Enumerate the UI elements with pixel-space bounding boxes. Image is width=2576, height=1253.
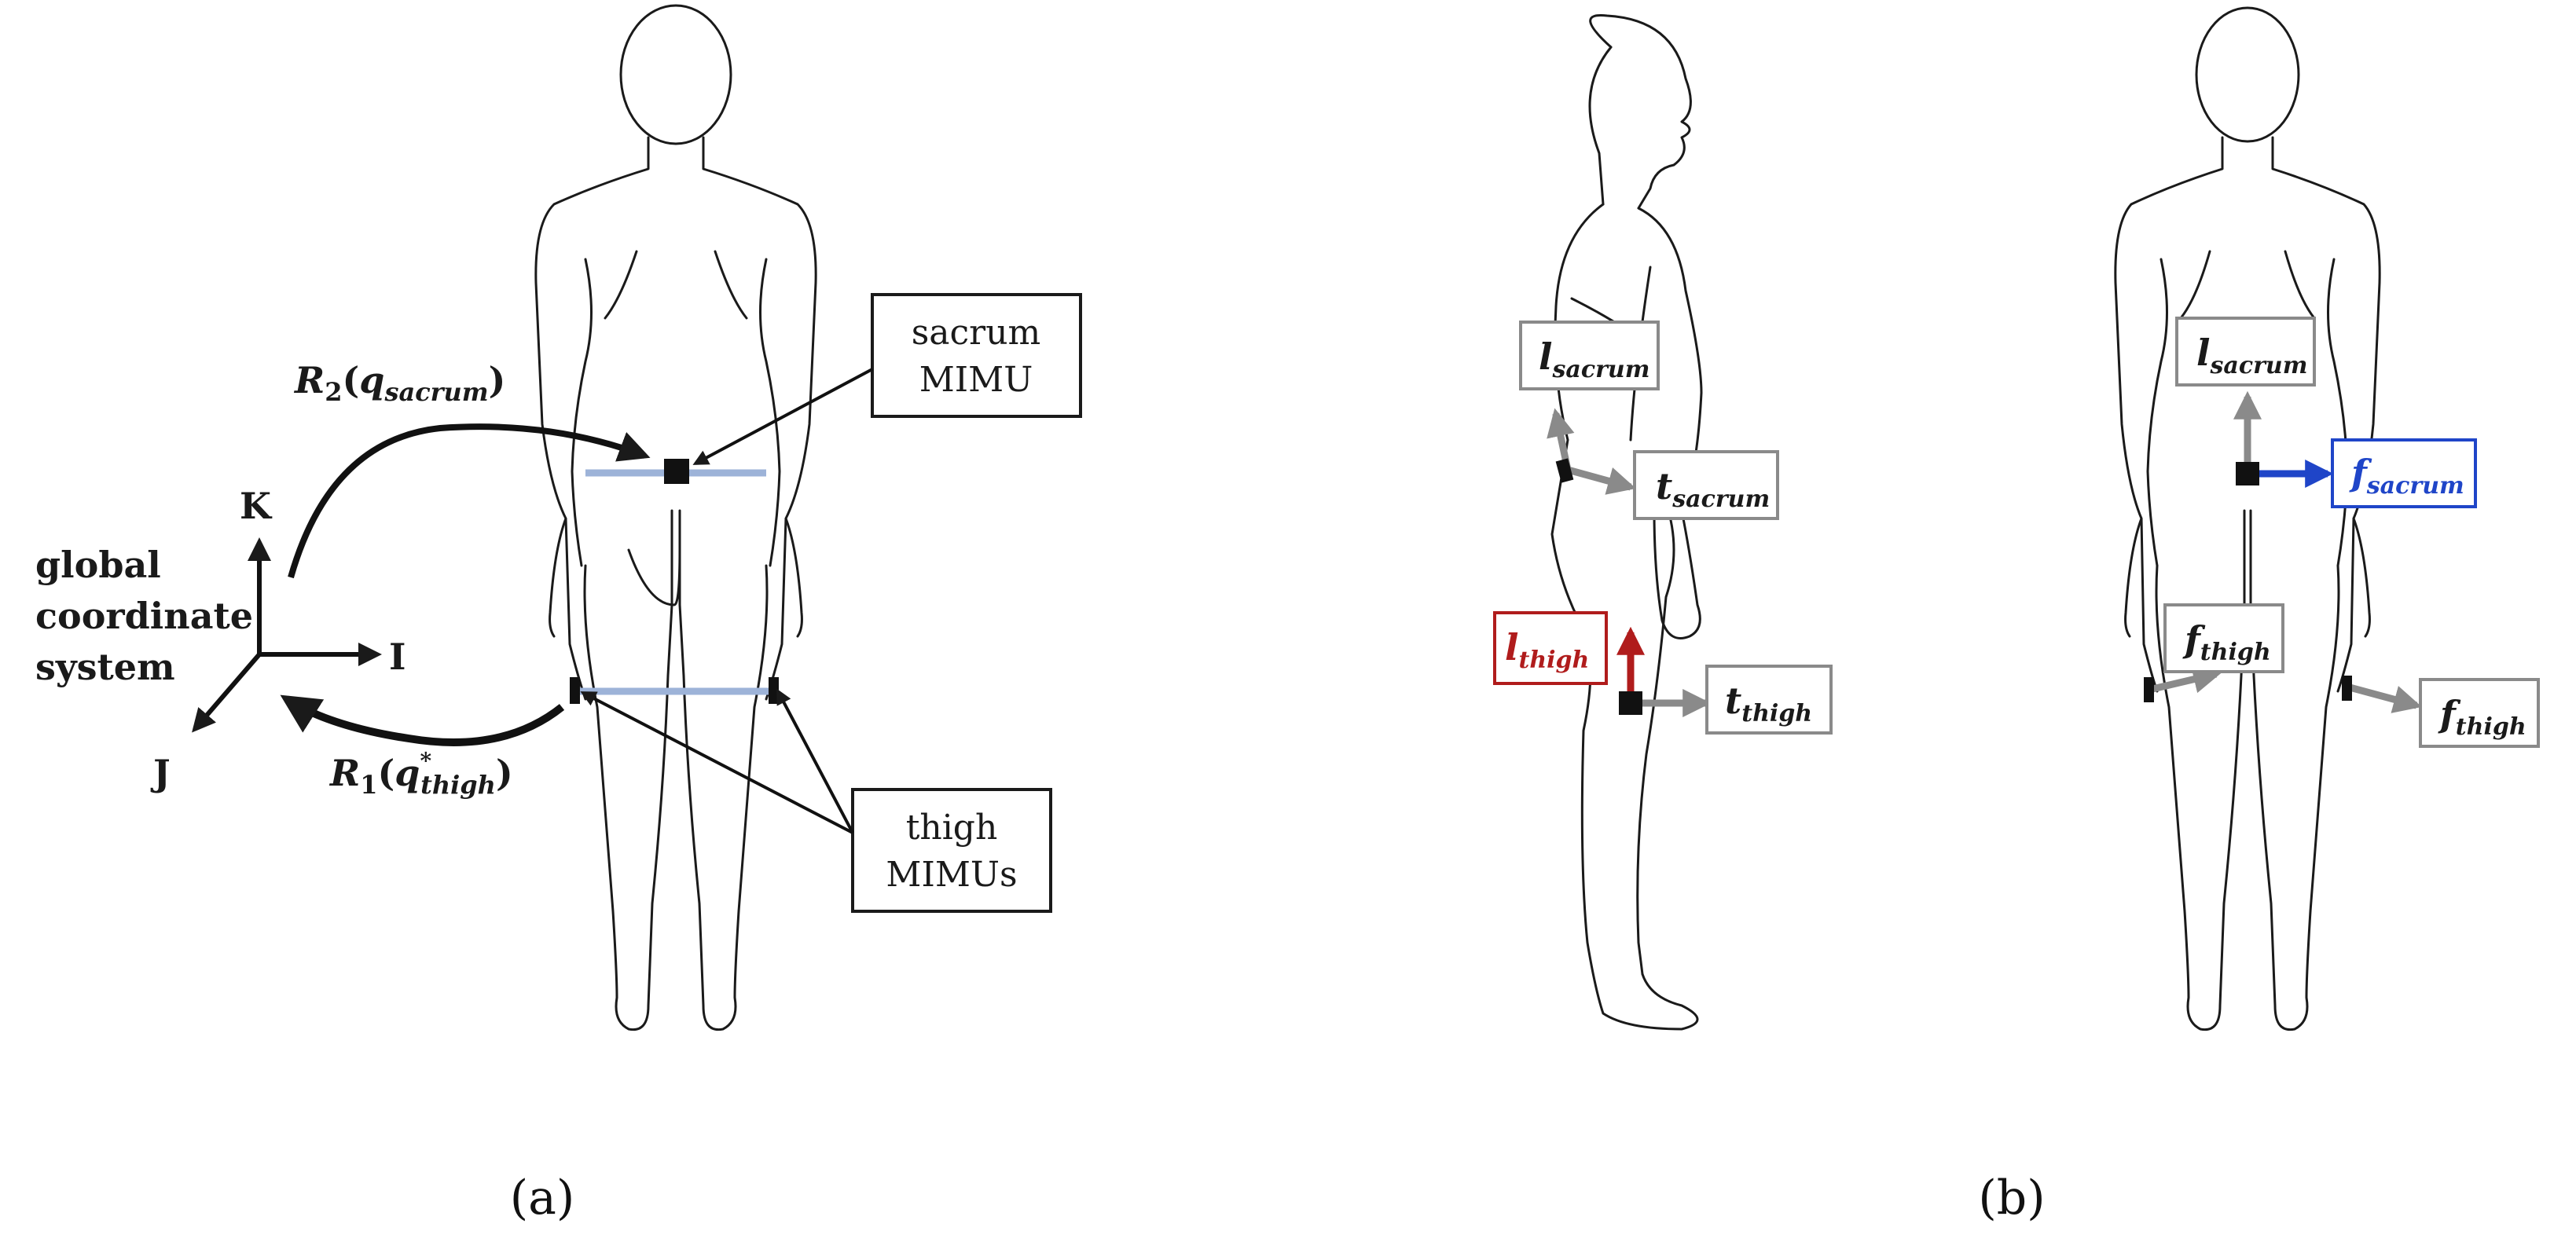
side-t-thigh-label: tthigh — [1725, 680, 1812, 727]
body-side-view — [1550, 14, 1703, 1031]
panel-a: K I J global coordinate system R2(qsacru… — [35, 4, 1082, 1226]
panel-b-side-view: lsacrum tsacrum lthigh tthigh — [1493, 14, 1833, 1031]
sacrum-box-line-1: sacrum — [912, 313, 1041, 353]
back-f-sacrum-label: fsacrum — [2349, 452, 2464, 500]
global-label-line-3: system — [35, 646, 175, 688]
caption-a: (a) — [510, 1171, 575, 1226]
panel-b-back-view: lsacrum fsacrum fthigh fthigh — [2114, 6, 2540, 1031]
sacrum-box-line-2: MIMU — [919, 360, 1033, 400]
side-sacrum-sensor — [1555, 458, 1574, 483]
back-f-sacrum-box — [2331, 438, 2477, 508]
axis-i-label: I — [389, 636, 406, 678]
body-back-view-b — [2114, 6, 2381, 1031]
r2-label: R2(qsacrum) — [293, 359, 505, 407]
back-thigh-sensor-right — [2342, 676, 2352, 701]
r2-rotation-arrow — [288, 423, 651, 579]
side-l-sacrum-label: lsacrum — [1539, 335, 1649, 383]
global-label-line-1: global — [35, 544, 161, 586]
side-l-thigh-label: lthigh — [1505, 626, 1589, 674]
back-l-sacrum-box — [2175, 317, 2316, 387]
back-f-thigh-right-box — [2419, 678, 2540, 748]
side-thigh-sensor — [1619, 691, 1642, 715]
side-t-thigh-box — [1705, 665, 1833, 735]
back-f-thigh-left-arrow — [2148, 665, 2222, 694]
back-f-thigh-right-arrow — [2348, 683, 2422, 713]
back-l-sacrum-label: lsacrum — [2196, 332, 2307, 379]
side-t-sacrum-box — [1633, 450, 1779, 520]
thigh-sensor-right — [769, 677, 779, 704]
thigh-box-line-1: thigh — [906, 808, 998, 848]
side-l-sacrum-box — [1519, 321, 1660, 390]
back-thigh-sensor-left — [2144, 677, 2154, 702]
side-l-thigh-box — [1493, 611, 1608, 685]
global-label-line-2: coordinate — [35, 595, 253, 637]
caption-b: (b) — [1978, 1171, 2045, 1226]
side-t-sacrum-arrow — [1566, 466, 1636, 495]
sacrum-callout-arrow — [692, 368, 873, 465]
r1-label: R1(q*thigh) — [328, 748, 513, 800]
thigh-sensor-left — [570, 677, 580, 704]
axis-j-arrow — [192, 653, 262, 733]
global-axes: K I J global coordinate system — [35, 485, 406, 794]
thigh-mimus-box — [851, 788, 1052, 913]
sacrum-mimu-box — [871, 293, 1082, 418]
axis-k-label: K — [240, 485, 273, 527]
axis-j-label: J — [150, 752, 171, 794]
thigh-box-line-2: MIMUs — [886, 855, 1017, 895]
back-sacrum-sensor — [2236, 462, 2259, 485]
thigh-callout-arrow-right — [776, 688, 854, 834]
back-f-thigh-left-box — [2163, 603, 2284, 673]
back-f-thigh-left-label: fthigh — [2182, 618, 2271, 666]
thigh-callout-arrow-left — [580, 691, 853, 834]
body-back-view-a — [534, 4, 817, 1031]
r1-rotation-arrow — [280, 694, 565, 746]
sacrum-sensor — [664, 459, 689, 484]
side-t-sacrum-label: tsacrum — [1656, 465, 1770, 513]
